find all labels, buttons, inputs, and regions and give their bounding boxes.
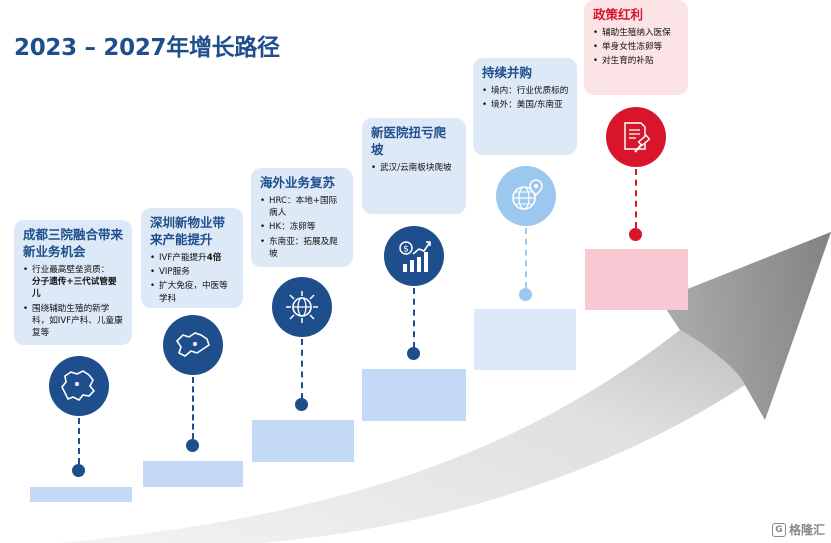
legal-document-gavel-icon [606, 107, 666, 167]
sichuan-map-icon [49, 356, 109, 416]
list-item: VIP服务 [150, 266, 235, 278]
card-title: 成都三院融合带来新业务机会 [23, 227, 124, 259]
step-platform-5 [474, 309, 576, 370]
list-item: IVF产能提升4倍 [150, 252, 235, 264]
list-item: 对生育的补贴 [593, 55, 680, 67]
dollar-growth-chart-icon: $ [384, 226, 444, 286]
connector-line [301, 339, 303, 399]
list-item: 境外：美国/东南亚 [482, 99, 569, 111]
connector-line [192, 377, 194, 439]
step-platform-2 [143, 461, 243, 487]
list-item: 行业最高壁垒资质：分子遗传+三代试管婴儿 [23, 264, 124, 301]
card-acquisitions: 持续并购 境内：行业优质标的 境外：美国/东南亚 [473, 58, 577, 155]
connector-line [635, 169, 637, 228]
connector-dot [72, 464, 85, 477]
card-policy: 政策红利 辅助生殖纳入医保 单身女性冻卵等 对生育的补贴 [584, 0, 688, 95]
list-item: 东南亚：拓展及爬坡 [260, 236, 345, 260]
list-item: 扩大免疫，中医等学科 [150, 280, 235, 304]
step-platform-3 [252, 420, 354, 462]
gelonghui-logo-icon: G [771, 522, 786, 537]
list-item: 武汉/云南板块爬坡 [371, 162, 458, 174]
list-item: 围绕辅助生殖的新学科，如IVF产科、儿童康复等 [23, 303, 124, 340]
connector-line [525, 228, 527, 288]
list-item: 辅助生殖纳入医保 [593, 27, 680, 39]
list-item: HRC：本地+国际病人 [260, 195, 345, 219]
card-chengdu: 成都三院融合带来新业务机会 行业最高壁垒资质：分子遗传+三代试管婴儿 围绕辅助生… [14, 220, 132, 345]
connector-dot [629, 228, 642, 241]
card-title: 海外业务复苏 [260, 175, 336, 190]
globe-location-icon [496, 166, 556, 226]
connector-line [413, 288, 415, 348]
guangdong-map-icon [163, 315, 223, 375]
step-platform-6 [585, 249, 688, 310]
watermark-logo: G 格隆汇 [771, 521, 825, 538]
card-overseas: 海外业务复苏 HRC：本地+国际病人 HK：冻卵等 东南亚：拓展及爬坡 [251, 168, 353, 267]
connector-dot [519, 288, 532, 301]
connector-line [78, 418, 80, 464]
card-title: 持续并购 [482, 65, 533, 80]
card-shenzhen: 深圳新物业带来产能提升 IVF产能提升4倍 VIP服务 扩大免疫，中医等学科 [141, 208, 243, 308]
card-title: 深圳新物业带来产能提升 [150, 215, 226, 247]
globe-network-icon [272, 277, 332, 337]
page-title: 2023 – 2027年增长路径 [14, 35, 280, 61]
card-new-hospitals: 新医院扭亏爬坡 武汉/云南板块爬坡 [362, 118, 466, 214]
list-item: HK：冻卵等 [260, 221, 345, 233]
connector-dot [186, 439, 199, 452]
card-title: 新医院扭亏爬坡 [371, 125, 447, 157]
connector-dot [295, 398, 308, 411]
list-item: 单身女性冻卵等 [593, 41, 680, 53]
connector-dot [407, 347, 420, 360]
card-title: 政策红利 [593, 7, 644, 22]
step-platform-4 [362, 369, 466, 421]
step-platform-1 [30, 487, 132, 502]
list-item: 境内：行业优质标的 [482, 85, 569, 97]
svg-text:$: $ [403, 245, 409, 255]
